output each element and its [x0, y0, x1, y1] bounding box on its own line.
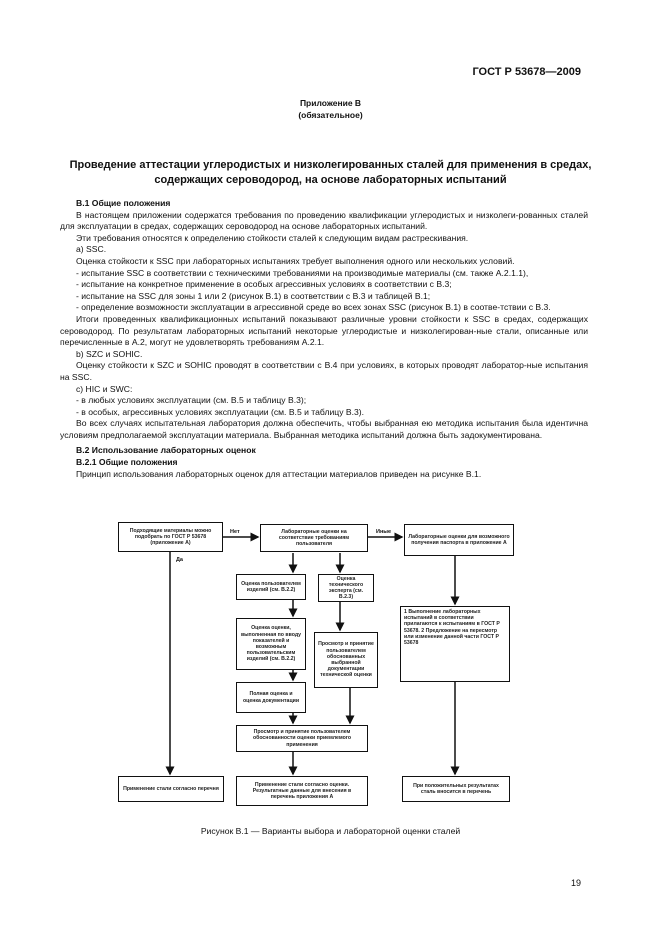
- flow-box-apply-list: Применение стали согласно перечня: [118, 776, 224, 802]
- flow-box-assess-detail: Оценка оценки, выполненная по вводу пока…: [236, 618, 306, 670]
- list-item: - в любых условиях эксплуатации (см. В.5…: [76, 395, 307, 406]
- paragraph: Оценку стойкости к SZC и SOHIC проводят …: [60, 360, 588, 382]
- paragraph: Во всех случаях испытательная лаборатори…: [60, 418, 588, 440]
- paragraph: В настоящем приложении содержатся требов…: [60, 209, 588, 232]
- appendix-name: Приложение В: [299, 98, 362, 108]
- paragraph: Принцип использования лабораторных оцено…: [76, 468, 482, 479]
- flow-box-decision: Лабораторные оценки на соответствие треб…: [260, 524, 368, 552]
- list-item: - определение возможности эксплуатации в…: [76, 302, 551, 313]
- section-heading: В.2 Использование лабораторных оценок: [76, 445, 256, 456]
- list-item: с) HIC и SWC:: [76, 383, 133, 394]
- flow-box-lab-other: Лабораторные оценки для возможного получ…: [404, 524, 514, 556]
- standard-number: ГОСТ Р 53678—2009: [472, 66, 581, 78]
- paragraph: Эти требования относятся к определению с…: [76, 232, 469, 243]
- list-item: b) SZC и SOHIC.: [76, 348, 143, 359]
- flow-box-review-tech: Просмотр и принятие пользователем обосно…: [314, 632, 378, 688]
- flowchart-arrows: [165, 532, 460, 776]
- appendix-status: (обязательное): [298, 110, 363, 120]
- label-no: Нет: [230, 529, 240, 535]
- label-yes: Да: [176, 557, 183, 563]
- list-item: - испытание на SSC для зоны 1 или 2 (рис…: [76, 290, 431, 301]
- page-number: 19: [570, 878, 581, 888]
- body-text: В.1 Общие положения В настоящем приложен…: [60, 198, 588, 480]
- flow-box-full-assess: Полная оценка и оценка документации: [236, 682, 306, 713]
- flow-box-review-user: Просмотр и принятие пользователем обосно…: [236, 725, 368, 752]
- list-item: - в особых, агрессивных условиях эксплуа…: [76, 406, 365, 417]
- flow-box-lab-list: 1 Выполнение лабораторных испытаний в со…: [400, 606, 510, 682]
- flow-box-apply-result: Применение стали согласно оценки. Резуль…: [236, 776, 368, 806]
- document-title: Проведение аттестации углеродистых и низ…: [60, 158, 601, 188]
- flow-box-start: Подходящие материалы можно подобрать по …: [118, 522, 223, 552]
- list-item: - испытание SSC в соответствии с техниче…: [76, 267, 529, 278]
- flow-box-user-assess: Оценка пользователем изделий (см. В.2.2): [236, 574, 306, 600]
- paragraph: Итоги проведенных квалификационных испыт…: [60, 313, 588, 348]
- title-line-1: Проведение аттестации углеродистых и низ…: [69, 159, 592, 171]
- flowchart-figure: Нет Да Иные Подходящие материалы можно п…: [110, 520, 570, 810]
- list-item: - испытание на конкретное применение в о…: [76, 279, 452, 290]
- label-other: Иные: [376, 529, 392, 535]
- list-item: а) SSC.: [76, 244, 107, 255]
- title-line-2: содержащих сероводород, на основе лабора…: [154, 174, 507, 186]
- paragraph: Оценка стойкости к SSC при лабораторных …: [76, 255, 515, 266]
- figure-caption: Рисунок В.1 — Варианты выбора и лаборато…: [200, 826, 461, 836]
- section-heading: В.1 Общие положения: [76, 198, 171, 208]
- flow-box-tech-assess: Оценка технического эксперта (см. В.2.3): [318, 574, 374, 602]
- flow-box-add-list: При положительных результатах сталь внос…: [402, 776, 510, 802]
- subsection-heading: В.2.1 Общие положения: [76, 457, 178, 468]
